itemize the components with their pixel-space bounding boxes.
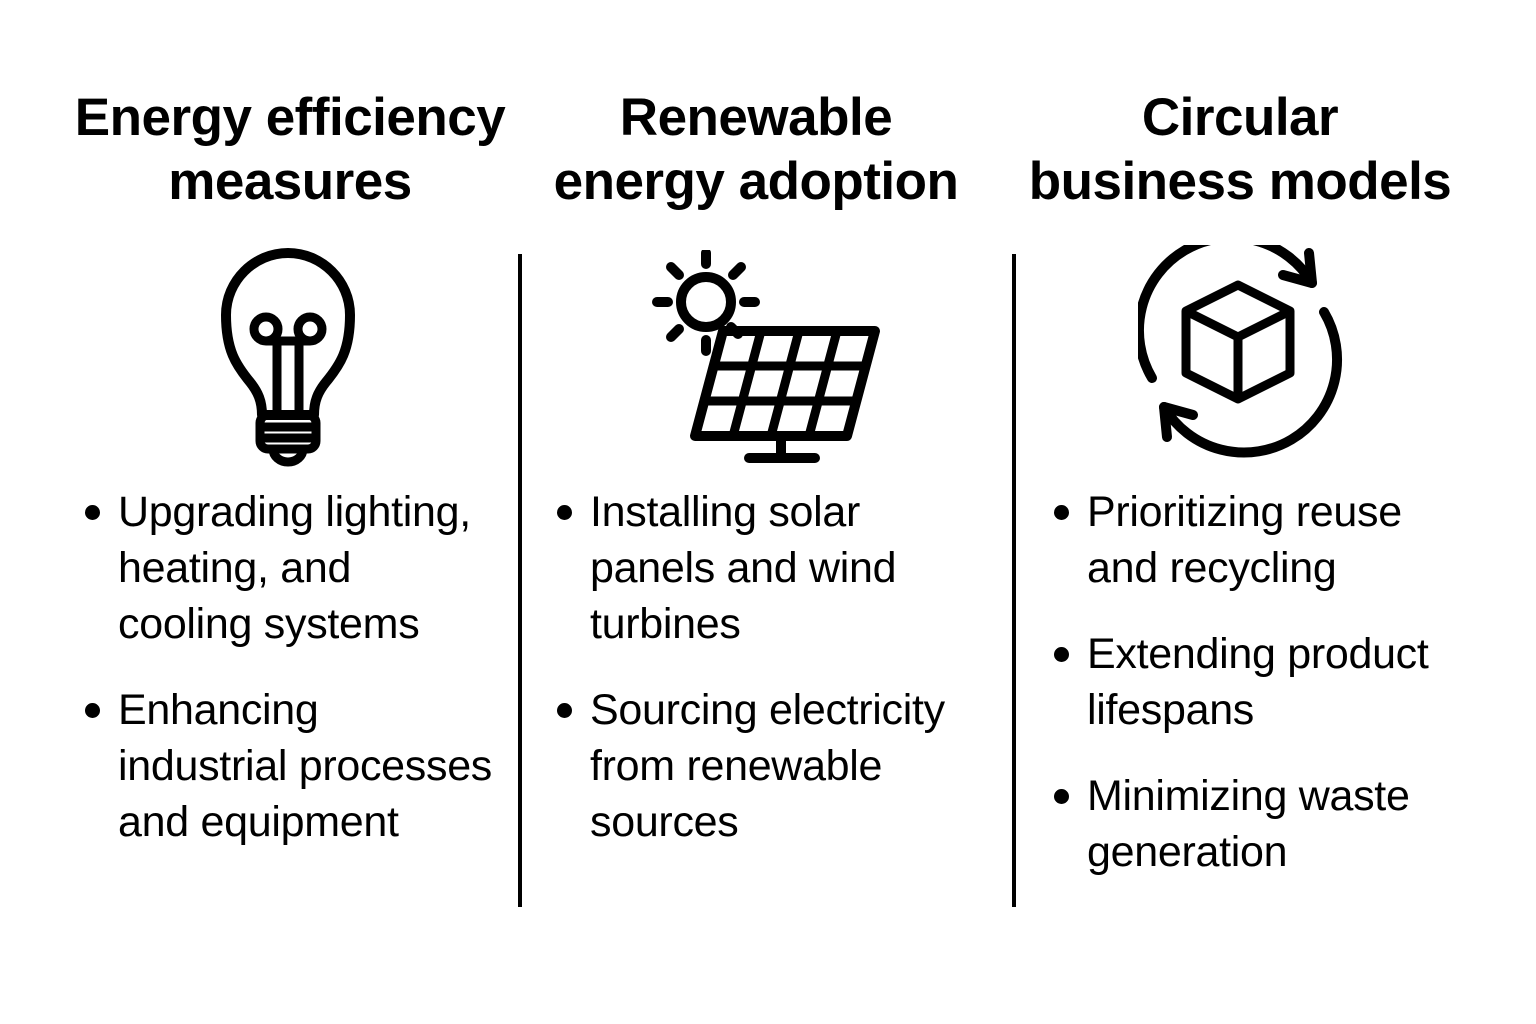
cube-cycle-icon bbox=[1138, 245, 1343, 458]
column-title-circular-business: Circular business models bbox=[1005, 86, 1475, 214]
bullet-list-energy-efficiency: Upgrading lighting, heating, and cooling… bbox=[85, 484, 492, 850]
bullet-icon bbox=[85, 505, 100, 520]
list-item: Installing solar panels and wind turbine… bbox=[557, 484, 945, 652]
column-title-energy-efficiency: Energy efficiency measures bbox=[60, 86, 520, 214]
bullet-icon bbox=[557, 505, 572, 520]
bullet-icon bbox=[1054, 789, 1069, 804]
bullet-icon bbox=[1054, 505, 1069, 520]
list-item: Sourcing electricity from renewable sour… bbox=[557, 682, 945, 850]
title-line: energy adoption bbox=[553, 152, 959, 211]
sun-solar-panel-icon bbox=[652, 250, 880, 463]
column-divider-2 bbox=[1012, 254, 1016, 907]
list-item: Extending product lifespans bbox=[1054, 626, 1429, 738]
bullet-icon bbox=[85, 703, 100, 718]
bullet-list-circular-business: Prioritizing reuse and recycling Extendi… bbox=[1054, 484, 1429, 880]
list-item: Enhancing industrial processes and equip… bbox=[85, 682, 492, 850]
bullet-icon bbox=[1054, 647, 1069, 662]
title-line: measures bbox=[168, 152, 412, 211]
bullet-icon bbox=[557, 703, 572, 718]
title-line: Renewable bbox=[619, 88, 893, 147]
lightbulb-icon bbox=[221, 248, 355, 467]
title-line: business models bbox=[1028, 152, 1452, 211]
list-item: Upgrading lighting, heating, and cooling… bbox=[85, 484, 492, 652]
list-item: Minimizing waste generation bbox=[1054, 768, 1429, 880]
column-title-renewable-energy: Renewable energy adoption bbox=[520, 86, 992, 214]
column-divider-1 bbox=[518, 254, 522, 907]
list-item: Prioritizing reuse and recycling bbox=[1054, 484, 1429, 596]
title-line: Circular bbox=[1141, 88, 1339, 147]
title-line: Energy efficiency bbox=[74, 88, 506, 147]
bullet-list-renewable-energy: Installing solar panels and wind turbine… bbox=[557, 484, 945, 850]
